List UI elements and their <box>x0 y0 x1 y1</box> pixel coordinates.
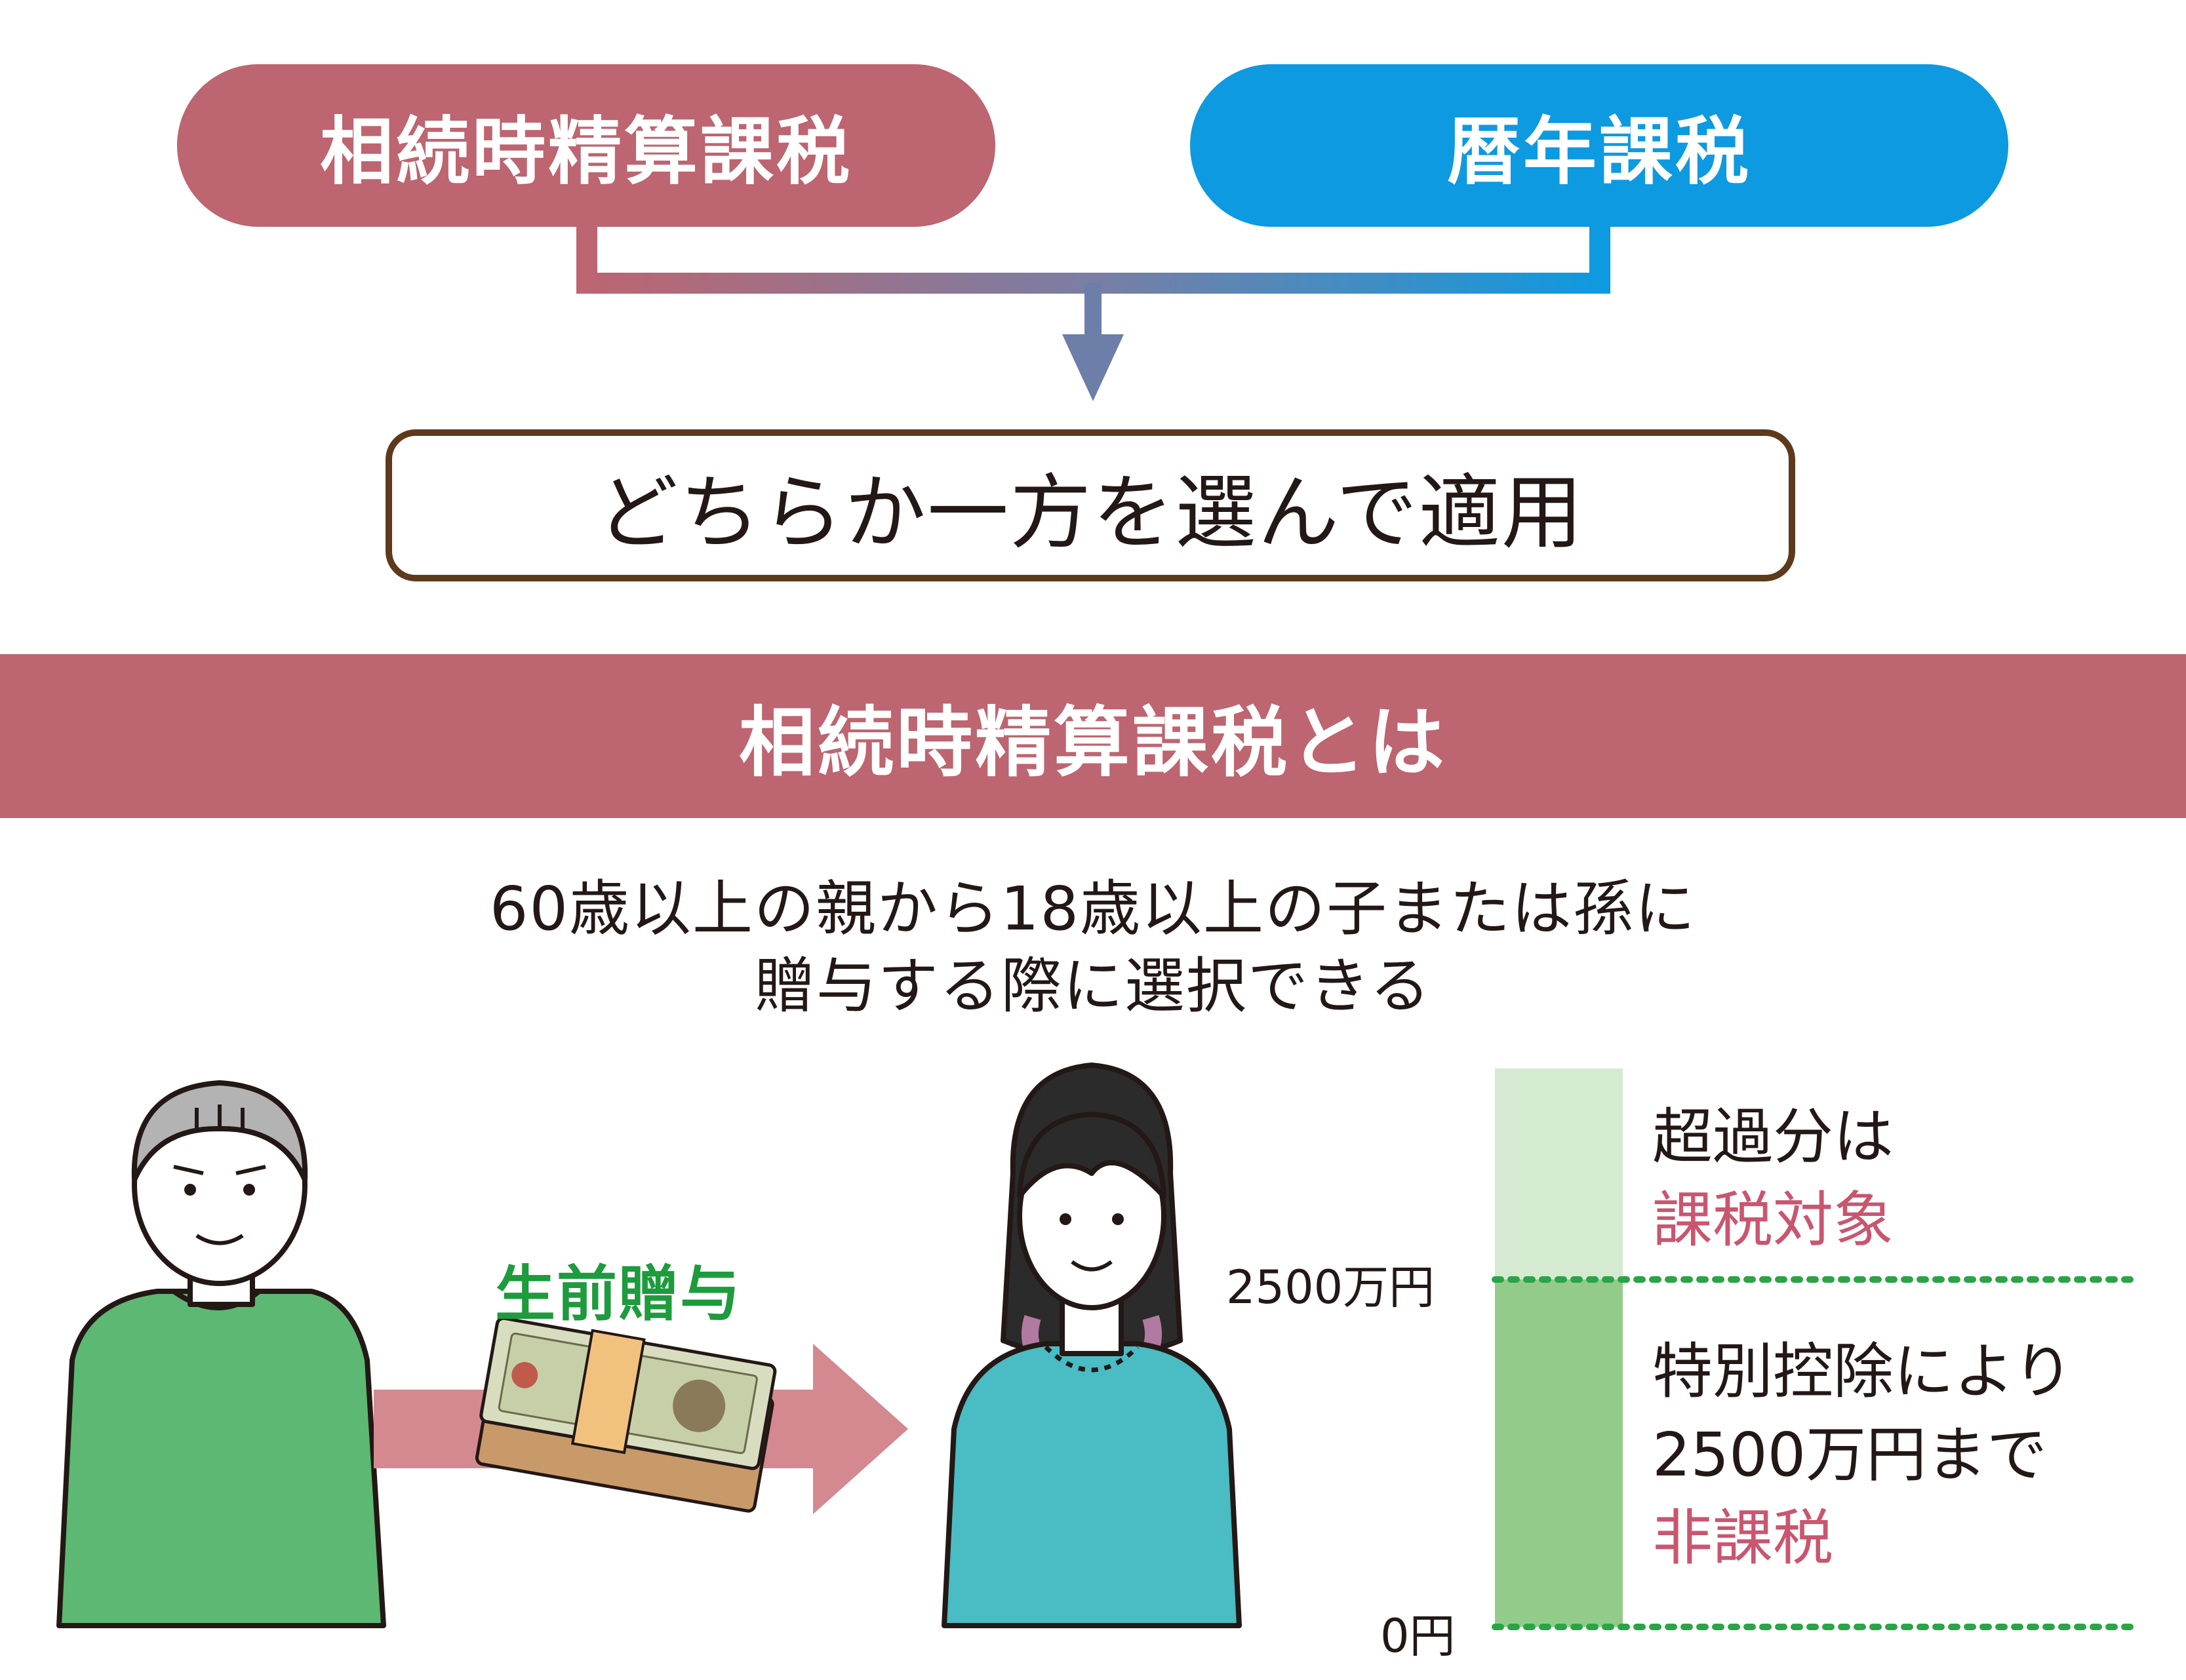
banknote-bundle-icon <box>475 1316 777 1513</box>
upper-segment-line1: 超過分は <box>1652 1102 1894 1172</box>
gift-label: 生前贈与 <box>495 1259 742 1329</box>
choice-box: どちらか一方を選んで適用 <box>386 429 1795 581</box>
choice-label: どちらか一方を選んで適用 <box>597 466 1584 560</box>
elderly-father-icon <box>56 1080 386 1628</box>
arrow-down-icon <box>1062 334 1124 401</box>
connector-arrow <box>576 227 1610 401</box>
section-title-band: 相続時精算課税とは <box>0 654 2186 818</box>
gift-illustration <box>56 1063 2141 1630</box>
bar-lower-segment <box>1495 1280 1623 1627</box>
option-rekinen: 暦年課税 <box>1190 64 2008 227</box>
description-line-1: 60歳以上の親から18歳以上の子または孫に <box>489 874 1697 944</box>
bar-upper-segment <box>1495 1068 1623 1280</box>
option-souzokuji-seisan: 相続時精算課税 <box>177 64 995 227</box>
lower-segment-line1: 特別控除により <box>1652 1337 2074 1407</box>
lower-segment-label: 特別控除により 2500万円まで 非課税 <box>1652 1331 2073 1580</box>
upper-segment-emphasis: 課税対象 <box>1652 1184 1894 1255</box>
description-line-2: 贈与する際に選択できる <box>754 951 1432 1021</box>
section-title: 相続時精算課税とは <box>739 699 1447 787</box>
young-woman-icon <box>942 1063 1242 1628</box>
lower-segment-line2: 2500万円まで <box>1652 1419 2048 1490</box>
upper-segment-label: 超過分は 課税対象 <box>1652 1096 1894 1262</box>
tick-label-2500: 2500万円 <box>1226 1260 1435 1314</box>
lower-segment-emphasis: 非課税 <box>1652 1502 1834 1573</box>
tick-label-0: 0円 <box>1380 1609 1456 1663</box>
